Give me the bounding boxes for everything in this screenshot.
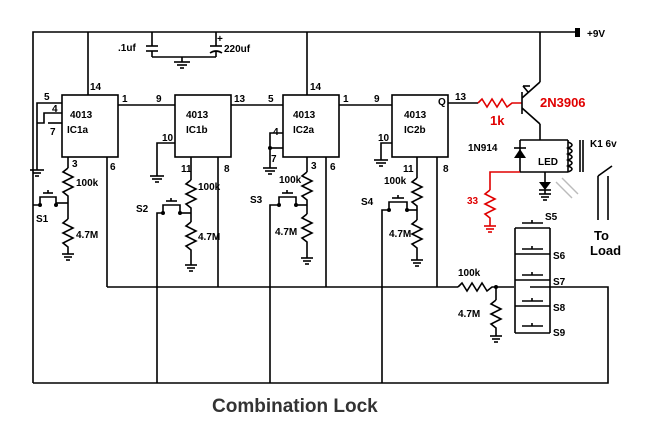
ic2b-pin11: 11 xyxy=(403,164,414,175)
ic2b-pin-q: Q xyxy=(438,97,446,108)
switch-s8-label: S8 xyxy=(553,303,566,314)
r-33-label: 33 xyxy=(467,196,479,207)
ic2b-chip xyxy=(374,94,478,287)
r-1k-label: 1k xyxy=(490,113,505,128)
ic2a-pin1: 1 xyxy=(343,94,349,105)
ic1a-pin1: 1 xyxy=(122,94,128,105)
ic2a-id: IC2a xyxy=(293,125,315,136)
ic2a-input-network xyxy=(269,171,314,383)
switch-s1-label: S1 xyxy=(36,214,49,225)
ic1b-pin8: 8 xyxy=(224,164,230,175)
relay-label: K1 6v xyxy=(590,139,617,150)
ic2b-pin10: 10 xyxy=(378,133,390,144)
ic2b-pin9: 9 xyxy=(374,94,380,105)
ic1b-pin11: 11 xyxy=(181,164,192,175)
led-label: LED xyxy=(538,157,558,168)
ic1a-name: 4013 xyxy=(70,110,93,121)
ic2a-pin4: 4 xyxy=(273,127,279,138)
ic1a-pin4: 4 xyxy=(52,104,58,115)
ic2a-pin6: 6 xyxy=(330,162,336,173)
ic1b-pin10: 10 xyxy=(162,133,174,144)
load-label-line2: Load xyxy=(590,243,621,258)
r1-100k-label: 100k xyxy=(76,178,99,189)
ic1a-input-network xyxy=(33,167,75,261)
ic1b-pin9: 9 xyxy=(156,94,162,105)
ic1b-input-network xyxy=(156,179,198,383)
r4-100k-label: 100k xyxy=(384,176,407,187)
ic2a-chip xyxy=(263,94,392,287)
output-driver xyxy=(477,81,613,233)
cap-small-label: .1uf xyxy=(118,43,136,54)
cap-large-label: 220uf xyxy=(224,44,251,55)
ic1b-name: 4013 xyxy=(186,110,209,121)
ic1a-pin5: 5 xyxy=(44,92,50,103)
switch-s6-label: S6 xyxy=(553,251,566,262)
r-reset-4m7-label: 4.7M xyxy=(458,309,480,320)
ic2b-pin8: 8 xyxy=(443,164,449,175)
ic2b-input-network xyxy=(381,177,424,383)
ic2b-name: 4013 xyxy=(404,110,427,121)
r4-4m7-label: 4.7M xyxy=(389,229,411,240)
switch-s5-label: S5 xyxy=(545,212,558,223)
ic1a-pin3: 3 xyxy=(72,159,78,170)
reset-bus xyxy=(107,281,514,343)
ic1b-id: IC1b xyxy=(186,125,208,136)
diode-label: 1N914 xyxy=(468,143,498,154)
switch-s4-label: S4 xyxy=(361,197,374,208)
supply-label: +9V xyxy=(587,29,605,40)
switch-s9-label: S9 xyxy=(553,328,566,339)
ic1b-pin13: 13 xyxy=(234,94,246,105)
switch-s7-label: S7 xyxy=(553,277,566,288)
r2-100k-label: 100k xyxy=(198,182,221,193)
ic1a-pin14: 14 xyxy=(90,82,102,93)
ic2a-pin3: 3 xyxy=(311,161,317,172)
switch-s3-label: S3 xyxy=(250,195,263,206)
r3-100k-label: 100k xyxy=(279,175,302,186)
r3-4m7-label: 4.7M xyxy=(275,227,297,238)
filter-capacitors xyxy=(146,32,223,69)
switch-s2-label: S2 xyxy=(136,204,149,215)
r-reset-100k-label: 100k xyxy=(458,268,481,279)
diagram-title: Combination Lock xyxy=(212,396,378,417)
switch-stack xyxy=(514,220,551,334)
ic1a-pin6: 6 xyxy=(110,162,116,173)
ic1a-id: IC1a xyxy=(67,125,89,136)
ic1a-chip xyxy=(30,94,175,287)
ic2a-pin14: 14 xyxy=(310,82,322,93)
ic2a-pin7: 7 xyxy=(271,154,277,165)
cap-plus-label: + xyxy=(217,34,223,45)
ic1a-pin7: 7 xyxy=(50,127,56,138)
r1-4m7-label: 4.7M xyxy=(76,230,98,241)
load-label-line1: To xyxy=(594,228,609,243)
ic2b-pin13: 13 xyxy=(455,92,467,103)
transistor-label: 2N3906 xyxy=(540,95,586,110)
power-rails xyxy=(32,28,609,384)
ic1b-chip xyxy=(150,94,283,287)
ic2a-pin5: 5 xyxy=(268,94,274,105)
r2-4m7-label: 4.7M xyxy=(198,232,220,243)
ic2a-name: 4013 xyxy=(293,110,316,121)
ic2b-id: IC2b xyxy=(404,125,426,136)
